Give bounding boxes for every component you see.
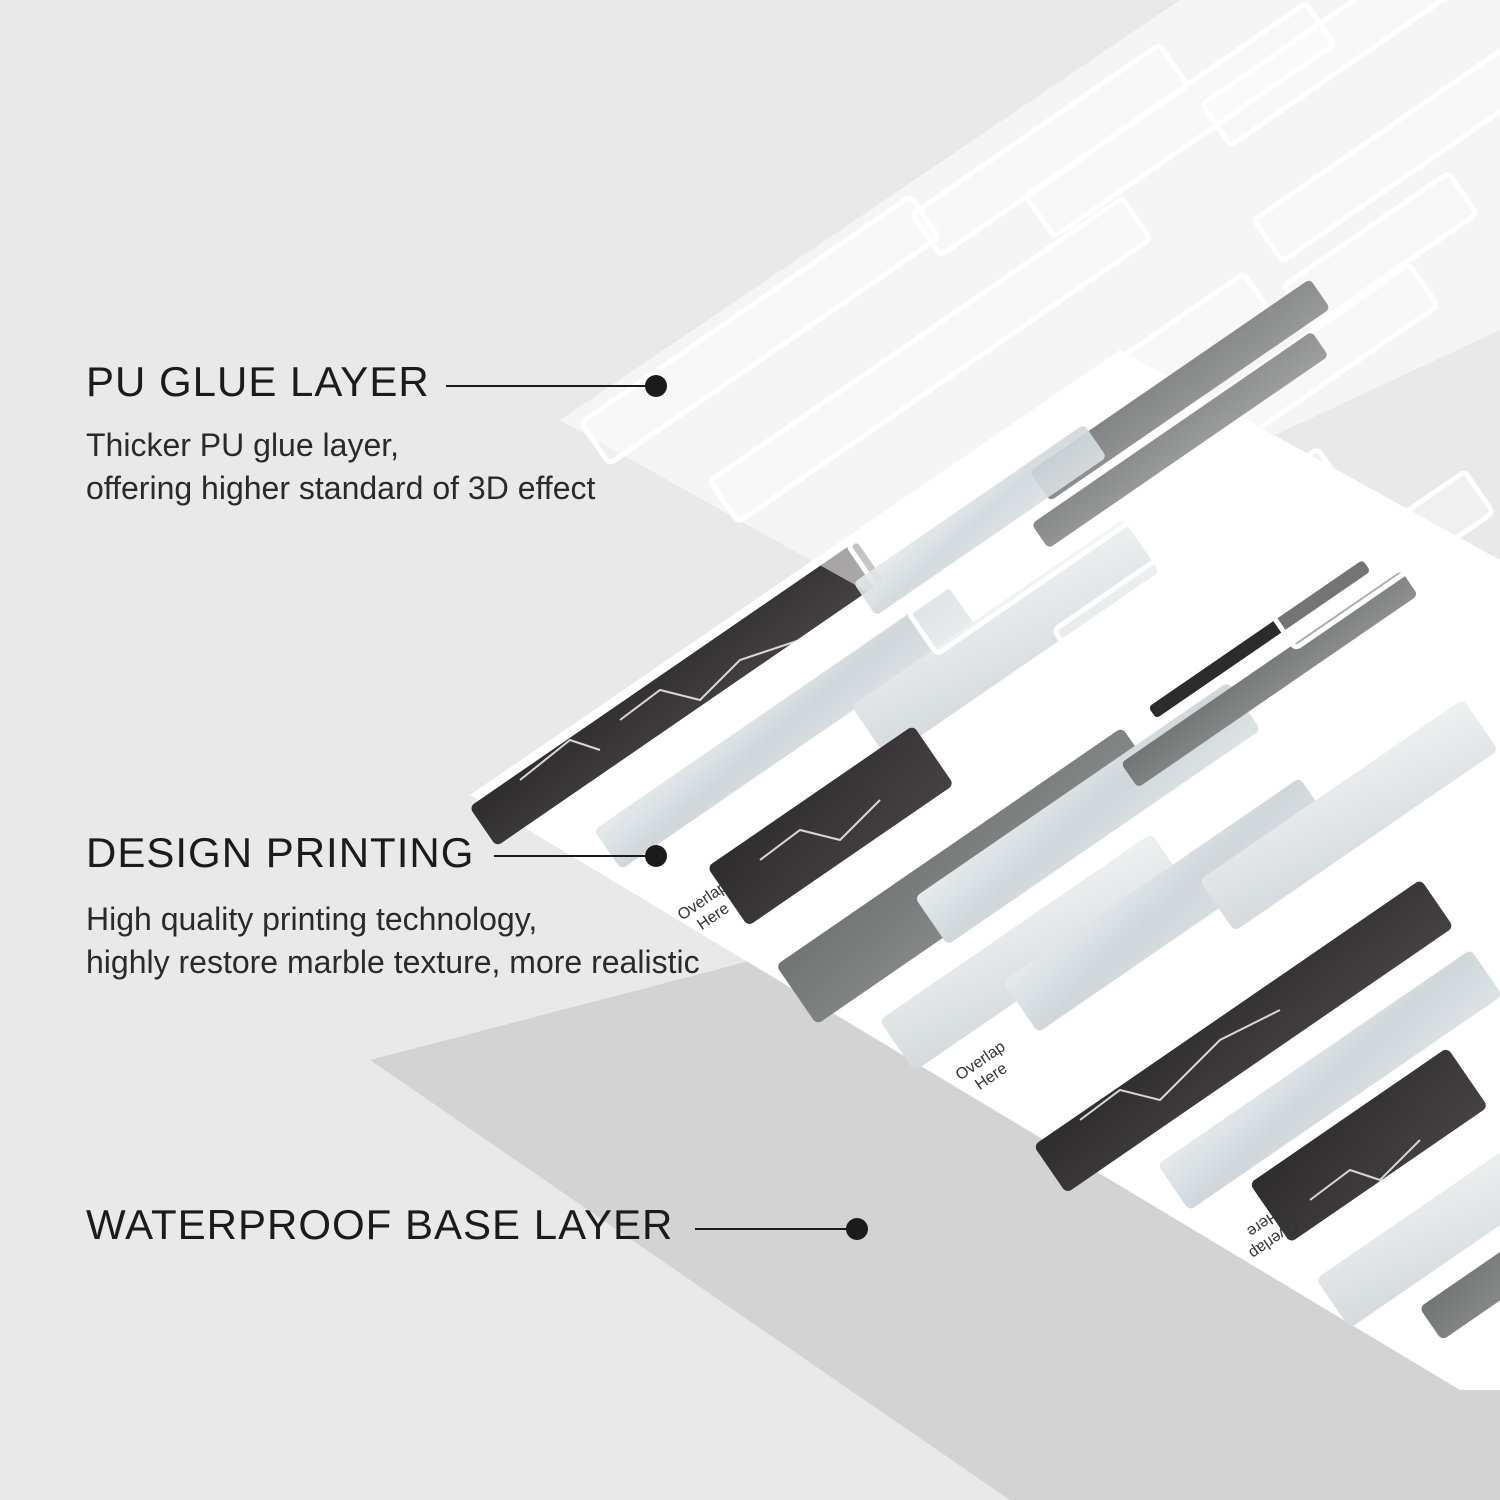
- pu-glue-sheet: [560, 0, 1500, 610]
- pu-glue-layer-title: PU GLUE LAYER: [86, 358, 430, 405]
- design-printing-leader-line: [494, 855, 656, 857]
- glue-tile-outline: [580, 195, 940, 465]
- dark-marble-tile: [1035, 881, 1452, 1192]
- light-marble-tile: [1201, 701, 1496, 929]
- design-printing-layer: [470, 350, 1500, 1390]
- light-marble-tile: [855, 426, 1105, 614]
- pu-glue-layer-description: Thicker PU glue layer, offering higher s…: [86, 427, 596, 506]
- design-printing-description: High quality printing technology, highly…: [86, 901, 700, 980]
- design-printing-title: DESIGN PRINTING: [86, 829, 475, 876]
- light-marble-tile: [1159, 951, 1500, 1209]
- light-marble-tile: [1005, 780, 1333, 1031]
- glue-tile-outline: [1053, 448, 1347, 672]
- light-marble-tile: [853, 521, 1158, 757]
- dark-marble-tile: [1251, 1049, 1486, 1241]
- pu-glue-callout-dot: [645, 375, 667, 397]
- light-marble-tile: [596, 588, 974, 868]
- waterproof-base-callout-dot: [846, 1218, 868, 1240]
- dark-marble-tile: [709, 727, 952, 924]
- gray-marble-tile: [1031, 280, 1329, 500]
- light-marble-tile: [881, 835, 1185, 1069]
- waterproof-base-layer-title: WATERPROOF BASE LAYER: [86, 1201, 674, 1248]
- design-printing-callout-dot: [645, 845, 667, 867]
- glue-tile-outline: [1266, 470, 1494, 650]
- gray-marble-tile: [1033, 333, 1327, 547]
- glue-tile-outline: [709, 197, 1151, 523]
- pu-glue-layer: [560, 0, 1500, 672]
- glue-tile-outline: [1253, 38, 1500, 262]
- pu-glue-leader-line: [446, 385, 656, 387]
- waterproof-base-leader-line: [695, 1228, 855, 1230]
- gray-marble-tile: [1122, 572, 1417, 786]
- dark-marble-strip: [1149, 561, 1369, 718]
- glue-tile-outline: [1201, 0, 1479, 147]
- gray-marble-tile: [1421, 1230, 1500, 1339]
- light-marble-tile: [1318, 1133, 1500, 1327]
